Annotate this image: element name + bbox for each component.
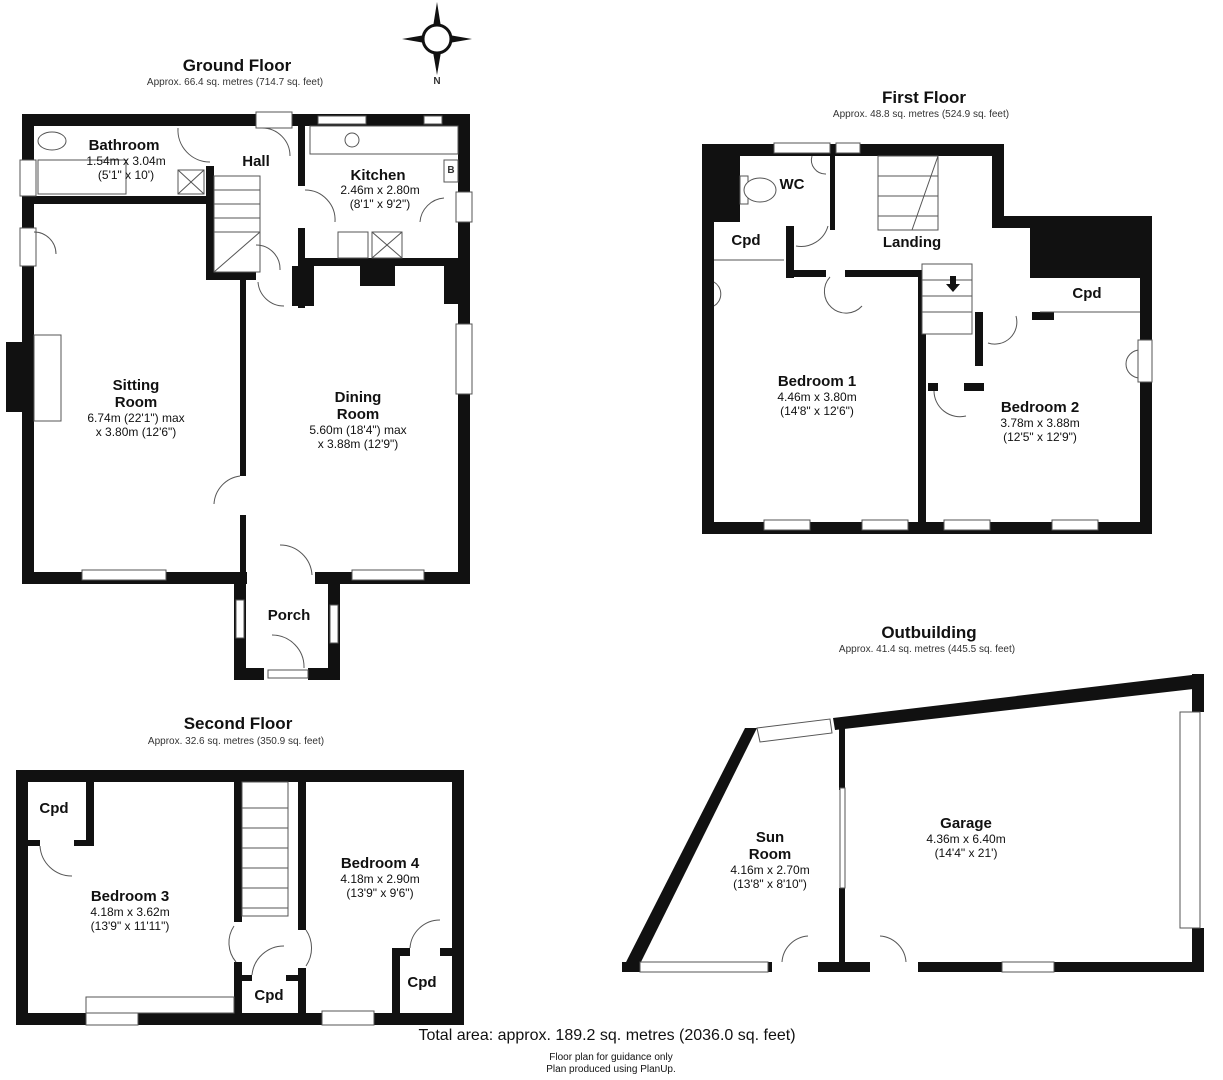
ground-floor-title: Ground Floor (182, 56, 292, 75)
room-sunroom-dim-ft: (13'8" x 8'10") (733, 877, 807, 891)
outbuilding-title: Outbuilding (881, 623, 977, 642)
room-kitchen-name: Kitchen (350, 167, 406, 184)
compass-north-label: N (433, 76, 441, 87)
room-bedroom2-dim-m: 3.78m x 3.88m (1000, 416, 1080, 430)
room-bedroom3-dim-m: 4.18m x 3.62m (90, 905, 170, 919)
room-bathroom-name: Bathroom (88, 137, 160, 154)
room-kitchen-dim-m: 2.46m x 2.80m (340, 183, 420, 197)
ground-floor-area: Approx. 66.4 sq. metres (714.7 sq. feet) (146, 77, 324, 88)
second-floor-fixtures (85, 781, 375, 1026)
room-dining-dim-ft: x 3.88m (12'9") (317, 437, 399, 451)
guidance-note: Floor plan for guidance only (549, 1052, 673, 1063)
room-garage-name: Garage (940, 815, 992, 832)
room-bedroom4-name: Bedroom 4 (340, 855, 420, 872)
room-bathroom-dim-m: 1.54m x 3.04m (86, 154, 166, 168)
outbuilding-walls (622, 674, 1204, 972)
room-cpd2-name: Cpd (1072, 285, 1102, 302)
first-floor-area: Approx. 48.8 sq. metres (524.9 sq. feet) (832, 109, 1010, 120)
outbuilding-doors (781, 935, 907, 963)
boiler-label: B (447, 165, 455, 176)
room-garage-dim-m: 4.36m x 6.40m (926, 832, 1006, 846)
second-floor-title: Second Floor (183, 714, 293, 733)
room-landing-name: Landing (882, 234, 942, 251)
room-bedroom2-dim-ft: (12'5" x 12'9") (1003, 430, 1077, 444)
room-hall-name: Hall (242, 153, 270, 170)
room-sitting-name-1: Sitting (112, 377, 160, 394)
second-floor-area: Approx. 32.6 sq. metres (350.9 sq. feet) (147, 736, 325, 747)
first-floor-doors (795, 225, 1018, 418)
first-floor-fixtures (713, 142, 1153, 531)
room-cpd-b-name: Cpd (254, 987, 284, 1004)
room-bedroom3-dim-ft: (13'9" x 11'11") (90, 919, 170, 933)
room-bedroom1-dim-ft: (14'8" x 12'6") (780, 404, 854, 418)
room-kitchen-dim-ft: (8'1" x 9'2") (349, 197, 411, 211)
room-bedroom4-dim-m: 4.18m x 2.90m (340, 872, 420, 886)
room-cpd1-name: Cpd (731, 232, 761, 249)
ground-floor-fixtures (19, 111, 473, 679)
room-cpd-c-name: Cpd (407, 974, 437, 991)
room-porch-name: Porch (267, 607, 311, 624)
ground-floor-doors (33, 127, 445, 669)
room-bedroom4-dim-ft: (13'9" x 9'6") (346, 886, 414, 900)
room-sitting-dim-ft: x 3.80m (12'6") (95, 425, 177, 439)
room-dining-name-1: Dining (334, 389, 382, 406)
room-bedroom1-dim-m: 4.46m x 3.80m (777, 390, 857, 404)
compass-icon (402, 2, 472, 75)
planup-note: Plan produced using PlanUp. (546, 1064, 676, 1075)
room-bathroom-dim-ft: (5'1" x 10') (97, 168, 155, 182)
first-floor-title: First Floor (881, 88, 967, 107)
room-sunroom-dim-m: 4.16m x 2.70m (730, 863, 810, 877)
room-dining-name-2: Room (336, 406, 380, 423)
room-sitting-dim-m: 6.74m (22'1") max (87, 411, 185, 425)
room-cpd-a-name: Cpd (39, 800, 69, 817)
first-floor-walls (702, 144, 1152, 534)
room-sitting-name-2: Room (114, 394, 158, 411)
room-sunroom-name-1: Sun (755, 829, 785, 846)
total-area: Total area: approx. 189.2 sq. metres (20… (418, 1027, 796, 1044)
room-wc-name: WC (779, 176, 805, 193)
room-dining-dim-m: 5.60m (18'4") max (309, 423, 407, 437)
room-sunroom-name-2: Room (748, 846, 792, 863)
room-garage-dim-ft: (14'4" x 21') (934, 846, 998, 860)
room-bedroom1-name: Bedroom 1 (777, 373, 857, 390)
second-floor-doors (39, 845, 441, 976)
room-bedroom3-name: Bedroom 3 (90, 888, 170, 905)
outbuilding-area: Approx. 41.4 sq. metres (445.5 sq. feet) (838, 644, 1016, 655)
room-bedroom2-name: Bedroom 2 (1000, 399, 1080, 416)
outbuilding-fixtures (639, 711, 1201, 973)
